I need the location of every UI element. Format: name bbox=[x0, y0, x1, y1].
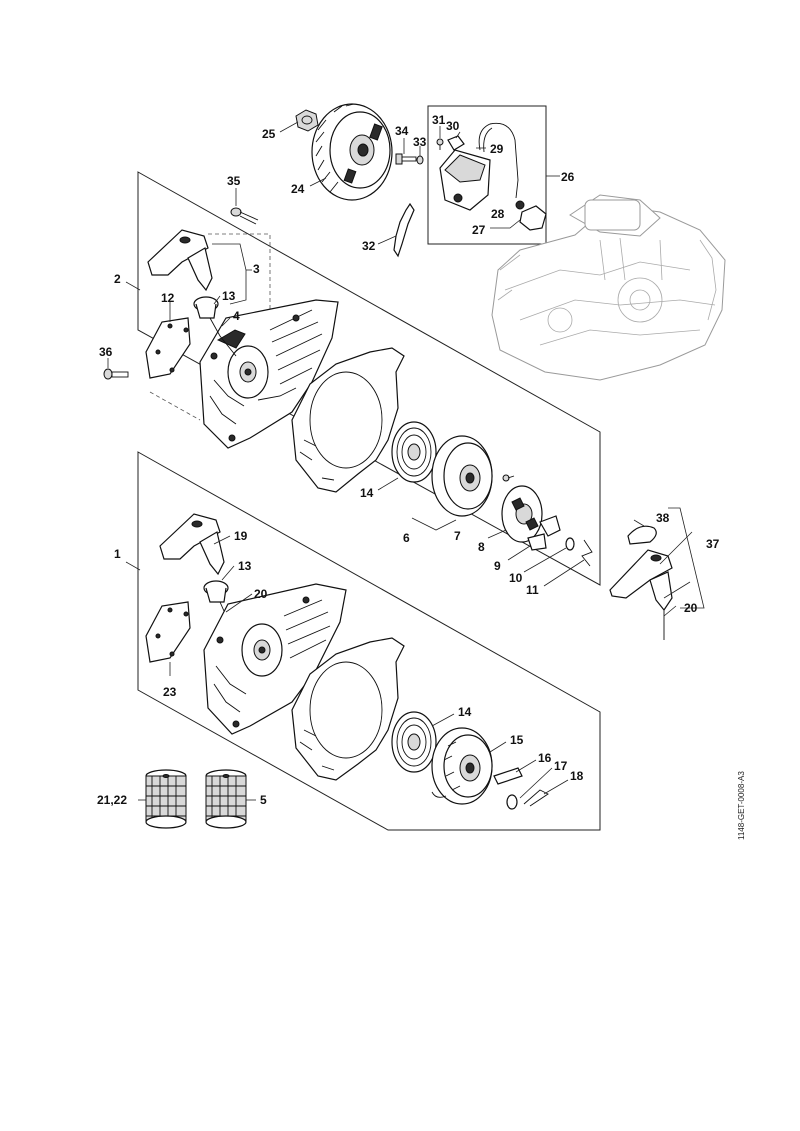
rope-guide-bushing-part-13a bbox=[193, 296, 219, 319]
screw-part-34 bbox=[395, 153, 417, 165]
callout-11: 11 bbox=[526, 583, 539, 597]
spring-clip-part-11 bbox=[581, 539, 593, 567]
bracket-part-32 bbox=[393, 202, 415, 258]
callout-16: 16 bbox=[538, 751, 552, 765]
callout-24: 24 bbox=[291, 182, 305, 196]
callout-2: 2 bbox=[114, 272, 121, 286]
ignition-module-part bbox=[439, 122, 519, 211]
callout-38: 38 bbox=[656, 511, 670, 525]
contact-spring-part-28 bbox=[515, 200, 525, 210]
callout-23: 23 bbox=[163, 685, 177, 699]
callout-20-lower: 20 bbox=[254, 587, 268, 601]
starter-rope-spool-21-22 bbox=[145, 769, 187, 829]
pawl-carrier-part-8 bbox=[501, 485, 543, 543]
callout-labels: 25 24 34 33 31 30 29 26 28 27 32 35 2 3 … bbox=[97, 113, 720, 807]
starter-grip-part-37 bbox=[609, 549, 673, 612]
callout-14-upper: 14 bbox=[360, 486, 374, 500]
starter-grip-part-19 bbox=[159, 513, 225, 576]
callout-37: 37 bbox=[706, 537, 720, 551]
pin-part-16 bbox=[493, 767, 523, 785]
callout-32: 32 bbox=[362, 239, 376, 253]
callout-17: 17 bbox=[554, 759, 568, 773]
document-code: 1148-GET-0008-A3 bbox=[737, 771, 746, 840]
callout-14-lower: 14 bbox=[458, 705, 472, 719]
spring-housing-outline-upper bbox=[291, 347, 405, 493]
lower-assembly-frame bbox=[137, 451, 601, 831]
flywheel-nut-part bbox=[295, 109, 319, 132]
callout-15: 15 bbox=[510, 733, 524, 747]
callout-31: 31 bbox=[432, 113, 446, 127]
clip-part-30 bbox=[447, 135, 465, 151]
callout-19: 19 bbox=[234, 529, 248, 543]
upper-assembly-frame bbox=[137, 171, 601, 586]
rope-rotor-part-15 bbox=[431, 727, 493, 805]
callout-33: 33 bbox=[413, 135, 427, 149]
cover-plate-part-23 bbox=[145, 601, 191, 663]
callout-13-upper: 13 bbox=[222, 289, 236, 303]
callout-1: 1 bbox=[114, 547, 121, 561]
leader-lines bbox=[107, 121, 705, 801]
callout-7: 7 bbox=[454, 529, 461, 543]
rope-rotor-part-6 bbox=[431, 435, 493, 517]
callout-5: 5 bbox=[260, 793, 267, 807]
starter-rope-spool-5 bbox=[205, 769, 247, 829]
rewind-spring-part-14a bbox=[391, 421, 437, 483]
fan-housing-part-2 bbox=[199, 299, 339, 449]
callout-20-grip: 20 bbox=[684, 601, 698, 615]
screw-part-31 bbox=[436, 138, 444, 150]
callout-4: 4 bbox=[233, 309, 240, 323]
rewind-spring-part-14b bbox=[391, 711, 437, 773]
callout-27: 27 bbox=[472, 223, 486, 237]
callout-9: 9 bbox=[494, 559, 501, 573]
cover-plate-part-12 bbox=[145, 317, 191, 379]
callout-10: 10 bbox=[509, 571, 523, 585]
engine-outline-illustration bbox=[491, 194, 726, 381]
callout-30: 30 bbox=[446, 119, 460, 133]
callout-35: 35 bbox=[227, 174, 241, 188]
washer-part-10 bbox=[565, 537, 575, 551]
callout-21-22: 21,22 bbox=[97, 793, 127, 807]
callout-8: 8 bbox=[478, 540, 485, 554]
screw-part-36 bbox=[103, 368, 129, 380]
spring-housing-outline-lower bbox=[291, 637, 405, 781]
callout-28: 28 bbox=[491, 207, 505, 221]
callout-18: 18 bbox=[570, 769, 584, 783]
starter-rope-part-4 bbox=[209, 317, 237, 357]
callout-26: 26 bbox=[561, 170, 575, 184]
spark-plug-boot-part bbox=[519, 205, 547, 231]
ignition-module-frame bbox=[427, 105, 547, 245]
callout-3: 3 bbox=[253, 262, 260, 276]
callout-25: 25 bbox=[262, 127, 276, 141]
washer-part-17 bbox=[506, 794, 518, 810]
callout-36: 36 bbox=[99, 345, 113, 359]
callout-6: 6 bbox=[403, 531, 410, 545]
pawl-part-9 bbox=[527, 515, 561, 551]
callout-34: 34 bbox=[395, 124, 409, 138]
grip-cap-part-38 bbox=[627, 525, 657, 545]
screw-part-35 bbox=[230, 207, 259, 225]
callout-12: 12 bbox=[161, 291, 175, 305]
rotor-screw-part-7 bbox=[502, 474, 515, 482]
spring-clip-part-18 bbox=[523, 789, 549, 807]
starter-grip-part-3 bbox=[147, 229, 213, 292]
flywheel-part bbox=[311, 103, 393, 201]
rope-guide-bushing-part-13b bbox=[203, 580, 229, 603]
callout-29: 29 bbox=[490, 142, 504, 156]
washer-part-33 bbox=[416, 155, 424, 165]
callout-13-lower: 13 bbox=[238, 559, 252, 573]
